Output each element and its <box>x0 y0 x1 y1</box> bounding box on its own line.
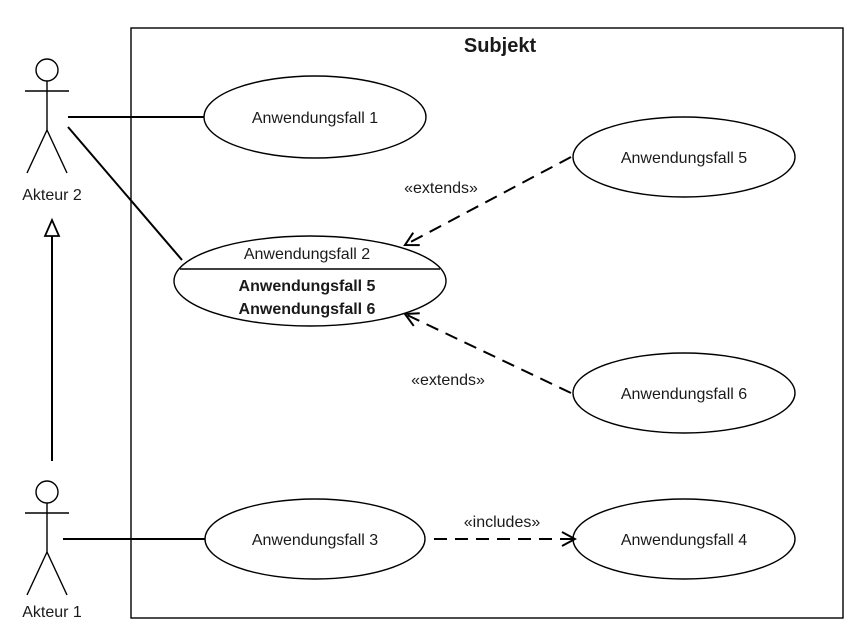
extends-uc6-uc2-arrow <box>405 314 572 394</box>
extends-uc5-uc2-arrow <box>405 156 572 245</box>
extends-uc5-label: «extends» <box>404 180 478 197</box>
subject-boundary <box>130 27 844 619</box>
extension-point-2: Anwendungsfall 6 <box>239 301 376 318</box>
includes-label: «includes» <box>464 514 541 531</box>
use-case-3[interactable]: Anwendungsfall 3 <box>204 498 426 580</box>
use-case-4-label: Anwendungsfall 4 <box>621 532 747 549</box>
use-case-5-label: Anwendungsfall 5 <box>621 150 747 167</box>
use-case-5[interactable]: Anwendungsfall 5 <box>572 116 796 198</box>
use-case-2-label: Anwendungsfall 2 <box>244 246 370 263</box>
use-case-1-label: Anwendungsfall 1 <box>252 110 378 127</box>
actor-akteur-2[interactable]: Akteur 2 <box>22 58 82 204</box>
generalization-arrow <box>43 217 61 461</box>
use-case-3-label: Anwendungsfall 3 <box>252 532 378 549</box>
use-case-1[interactable]: Anwendungsfall 1 <box>203 75 427 159</box>
subject-title: Subjekt <box>464 35 537 57</box>
actor-akteur-1[interactable]: Akteur 1 <box>22 480 82 621</box>
use-case-6-label: Anwendungsfall 6 <box>621 386 747 403</box>
extension-point-1: Anwendungsfall 5 <box>239 278 376 295</box>
use-case-6[interactable]: Anwendungsfall 6 <box>572 352 796 434</box>
use-case-2[interactable]: Anwendungsfall 2 Anwendungsfall 5 Anwend… <box>173 235 447 327</box>
association-akteur2-uc2 <box>67 126 183 261</box>
use-case-4[interactable]: Anwendungsfall 4 <box>572 498 796 580</box>
actor-akteur-2-label: Akteur 2 <box>22 187 82 204</box>
actor-akteur-1-label: Akteur 1 <box>22 604 82 621</box>
extends-uc6-label: «extends» <box>411 372 485 389</box>
